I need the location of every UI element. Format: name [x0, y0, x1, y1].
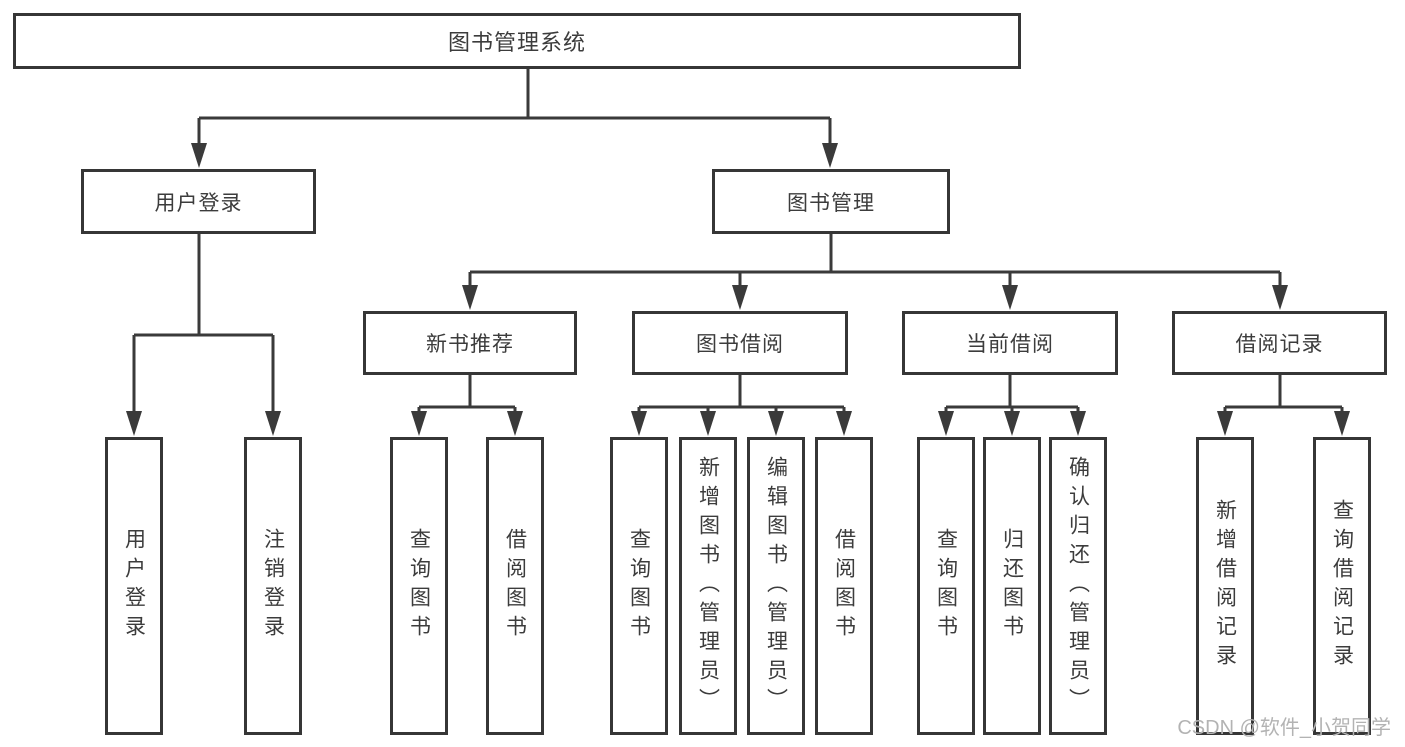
arrow-down-icon — [732, 285, 748, 310]
connector-new-book-recommend-branch — [411, 375, 523, 436]
leaf-edit-book-admin: 编辑图书（管理员） — [747, 437, 805, 735]
node-label: 图书管理 — [787, 191, 875, 215]
leaf-borrow-books: 借阅图书 — [815, 437, 873, 735]
arrow-down-icon — [462, 285, 478, 310]
arrow-down-icon — [700, 411, 716, 436]
node-label: 用户登录 — [154, 191, 243, 215]
leaf-label: 查询图书 — [627, 528, 651, 644]
arrow-down-icon — [1272, 285, 1288, 310]
leaf-confirm-return-admin: 确认归还（管理员） — [1049, 437, 1107, 735]
node-book-borrow: 图书借阅 — [632, 311, 848, 375]
leaf-label: 新增图书（管理员） — [696, 455, 720, 717]
arrow-down-icon — [1070, 411, 1086, 436]
leaf-query-books-borrow: 查询图书 — [610, 437, 668, 735]
arrow-down-icon — [507, 411, 523, 436]
leaf-query-books-current: 查询图书 — [917, 437, 975, 735]
arrow-down-icon — [191, 143, 207, 168]
arrow-down-icon — [126, 411, 142, 436]
node-label: 当前借阅 — [966, 333, 1054, 356]
node-current-borrow: 当前借阅 — [902, 311, 1118, 375]
leaf-return-book: 归还图书 — [983, 437, 1041, 735]
connector-book-management-branch — [462, 234, 1288, 310]
connector-borrow-records-branch — [1217, 375, 1350, 436]
leaf-label: 查询图书 — [407, 528, 431, 644]
leaf-user-login: 用户登录 — [105, 437, 163, 735]
connector-user-login-branch — [126, 234, 281, 436]
leaf-label: 借阅图书 — [832, 528, 856, 644]
leaf-query-borrow-record: 查询借阅记录 — [1313, 437, 1371, 735]
node-library-management-system: 图书管理系统 — [13, 13, 1021, 69]
leaf-label: 借阅图书 — [503, 528, 527, 644]
leaf-add-borrow-record: 新增借阅记录 — [1196, 437, 1254, 735]
node-label: 新书推荐 — [426, 333, 514, 356]
arrow-down-icon — [1004, 411, 1020, 436]
leaf-add-book-admin: 新增图书（管理员） — [679, 437, 737, 735]
arrow-down-icon — [1002, 285, 1018, 310]
arrow-down-icon — [411, 411, 427, 436]
leaf-label: 归还图书 — [1000, 528, 1024, 644]
leaf-label: 查询借阅记录 — [1330, 499, 1354, 673]
node-user-login: 用户登录 — [81, 169, 316, 234]
leaf-borrow-books-recommend: 借阅图书 — [486, 437, 544, 735]
node-label: 借阅记录 — [1235, 333, 1324, 356]
arrow-down-icon — [631, 411, 647, 436]
arrow-down-icon — [938, 411, 954, 436]
leaf-query-books-recommend: 查询图书 — [390, 437, 448, 735]
arrow-down-icon — [822, 143, 838, 168]
connector-root-to-level2 — [191, 69, 838, 168]
node-label: 图书管理系统 — [447, 30, 586, 55]
leaf-label: 确认归还（管理员） — [1066, 455, 1090, 717]
connector-current-borrow-branch — [938, 375, 1086, 436]
arrow-down-icon — [1334, 411, 1350, 436]
leaf-label: 新增借阅记录 — [1213, 499, 1237, 673]
connector-book-borrow-branch — [631, 375, 852, 436]
node-borrow-records: 借阅记录 — [1172, 311, 1387, 375]
arrow-down-icon — [768, 411, 784, 436]
node-book-management: 图书管理 — [712, 169, 950, 234]
leaf-label: 注销登录 — [261, 528, 285, 644]
leaf-label: 编辑图书（管理员） — [764, 455, 788, 717]
arrow-down-icon — [1217, 411, 1233, 436]
leaf-logout: 注销登录 — [244, 437, 302, 735]
arrow-down-icon — [836, 411, 852, 436]
node-new-book-recommend: 新书推荐 — [363, 311, 577, 375]
arrow-down-icon — [265, 411, 281, 436]
leaf-label: 查询图书 — [934, 528, 958, 644]
node-label: 图书借阅 — [696, 333, 784, 356]
leaf-label: 用户登录 — [122, 528, 146, 644]
csdn-watermark: CSDN @软件_小贺同学 — [1177, 717, 1391, 739]
